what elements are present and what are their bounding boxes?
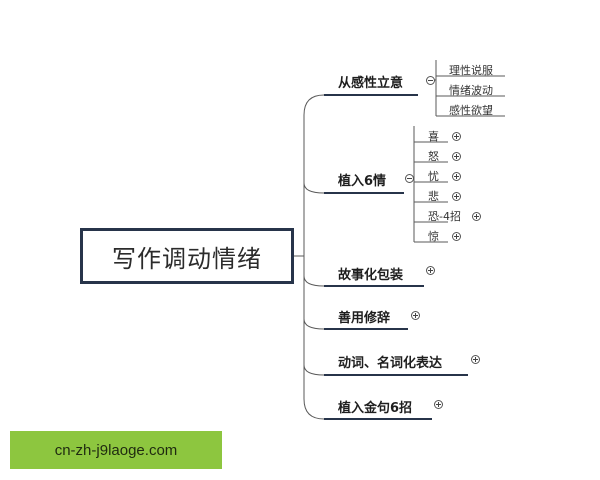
leaf-label[interactable]: 怒: [428, 150, 439, 163]
expand-toggle-icon[interactable]: [452, 172, 461, 181]
branch-label[interactable]: 故事化包装: [338, 268, 404, 283]
watermark-badge: cn-zh-j9laoge.com: [10, 431, 222, 469]
expand-toggle-icon[interactable]: [452, 232, 461, 241]
leaf-label[interactable]: 情绪波动: [449, 84, 493, 97]
leaf-label[interactable]: 喜: [428, 130, 439, 143]
main-spine: [303, 94, 325, 420]
watermark-text: cn-zh-j9laoge.com: [54, 441, 178, 459]
collapse-toggle-icon[interactable]: [426, 76, 435, 85]
leaf-label[interactable]: 理性说服: [449, 64, 493, 77]
expand-toggle-icon[interactable]: [426, 266, 435, 275]
branch-label[interactable]: 植入6情: [338, 174, 387, 189]
branch-connector: [303, 364, 325, 376]
root-label: 写作调动情绪: [112, 244, 262, 273]
branch-label[interactable]: 善用修辞: [338, 311, 391, 326]
leaf-label[interactable]: 悲: [428, 190, 439, 203]
branch-connector: [303, 318, 325, 330]
branch-label[interactable]: 从感性立意: [338, 76, 404, 91]
expand-toggle-icon[interactable]: [411, 311, 420, 320]
branch-connector: [303, 182, 325, 194]
expand-toggle-icon[interactable]: [452, 152, 461, 161]
branch-label[interactable]: 动词、名词化表达: [338, 356, 443, 371]
collapse-toggle-icon[interactable]: [405, 174, 414, 183]
expand-toggle-icon[interactable]: [472, 212, 481, 221]
branch-label[interactable]: 植入金句6招: [338, 401, 413, 416]
expand-toggle-icon[interactable]: [452, 192, 461, 201]
leaf-label[interactable]: 惊: [428, 230, 439, 243]
leaf-label[interactable]: 恐-4招: [428, 210, 461, 223]
expand-toggle-icon[interactable]: [471, 355, 480, 364]
leaf-label[interactable]: 感性欲望: [449, 104, 493, 117]
branch-connector: [303, 275, 325, 287]
leaf-label[interactable]: 忧: [428, 170, 439, 183]
root-node[interactable]: 写作调动情绪: [80, 228, 294, 284]
expand-toggle-icon[interactable]: [452, 132, 461, 141]
expand-toggle-icon[interactable]: [434, 400, 443, 409]
